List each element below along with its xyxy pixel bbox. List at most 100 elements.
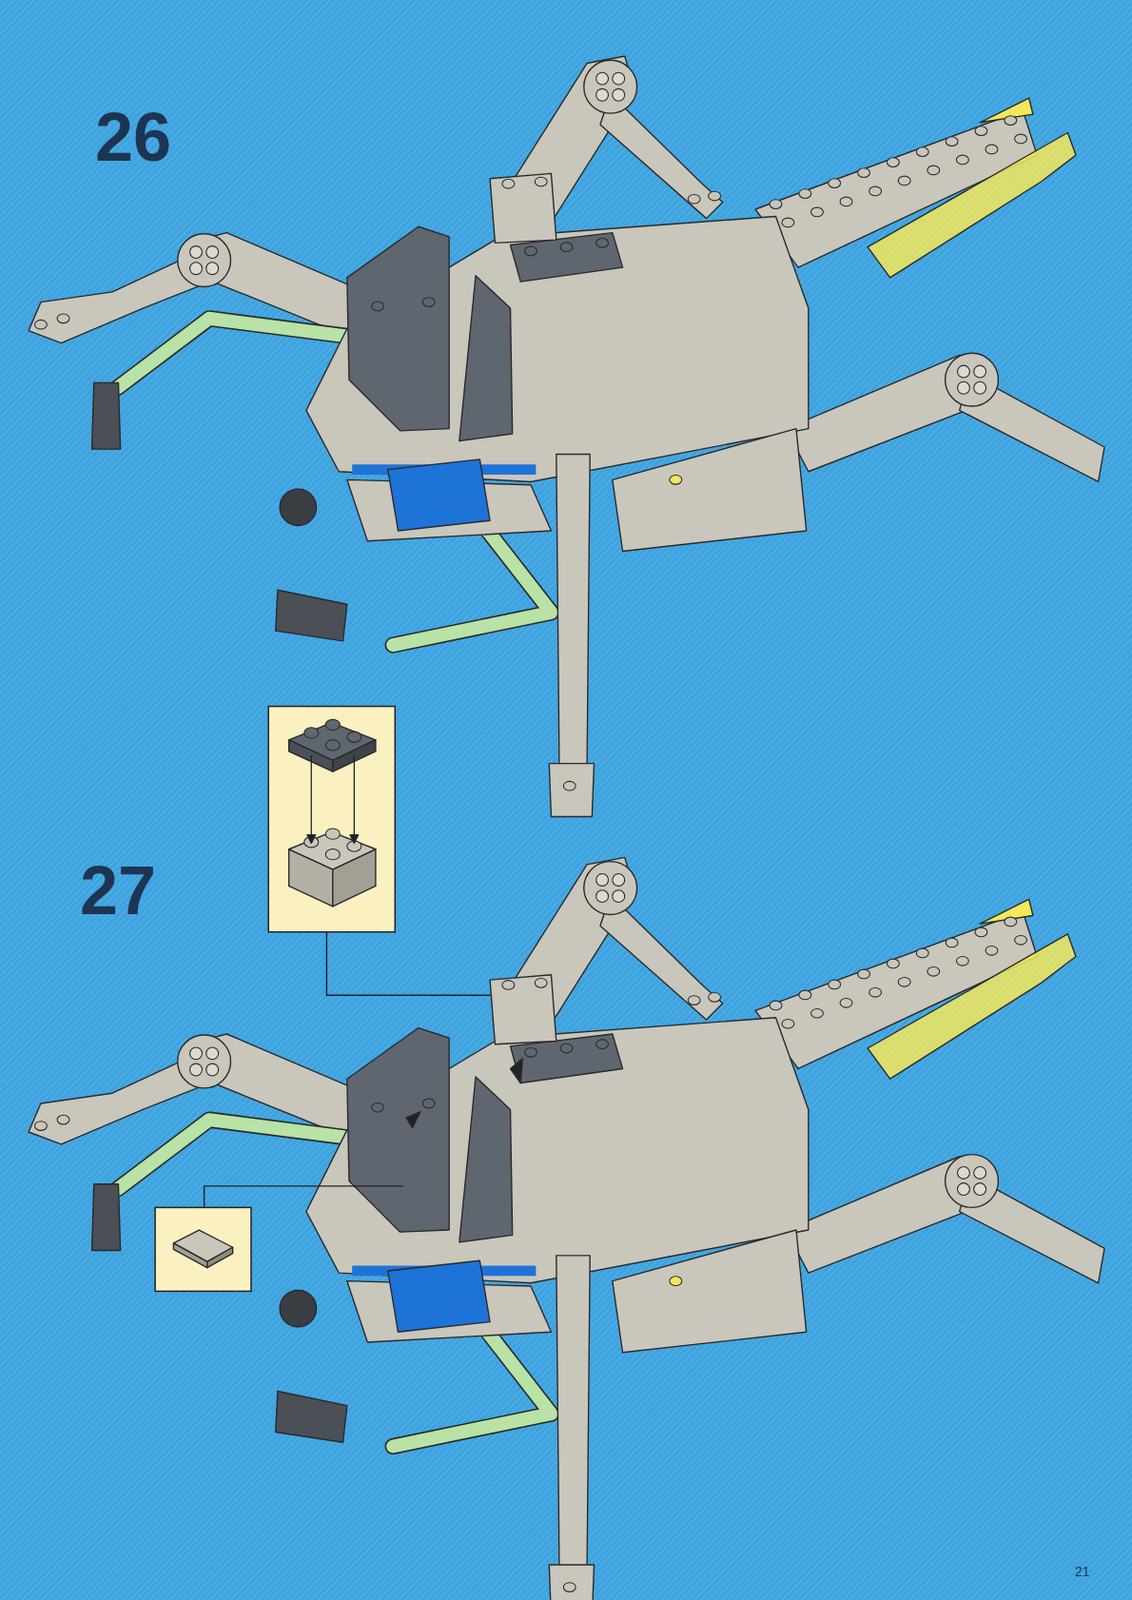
callout-box (268, 706, 395, 933)
stud (34, 1121, 47, 1132)
transparent-arm (117, 318, 352, 389)
step-number: 26 (95, 102, 172, 172)
joint-disc (584, 59, 638, 114)
stud (975, 927, 988, 937)
pin-hole (612, 890, 625, 903)
pin-hole (974, 381, 987, 394)
seat (347, 226, 449, 431)
pin-hole (957, 1166, 971, 1179)
gripper (92, 1184, 121, 1251)
stud (869, 186, 882, 196)
stud (886, 958, 899, 969)
stud (422, 1098, 435, 1109)
stud (839, 196, 853, 207)
stud (811, 1008, 824, 1018)
stud (858, 168, 871, 178)
wheel (279, 488, 317, 527)
stud (525, 1047, 538, 1057)
spider-model (28, 857, 1105, 1600)
stud (534, 978, 547, 989)
stud (985, 144, 998, 155)
pin-hole (612, 88, 625, 101)
pin-hole (596, 890, 609, 903)
pin-hole (206, 1063, 219, 1076)
stud (502, 980, 515, 991)
pin-hole (974, 1166, 987, 1179)
stud (347, 731, 362, 742)
stud (985, 945, 998, 956)
hull (306, 215, 809, 482)
stud (1004, 917, 1017, 927)
hull (612, 429, 807, 552)
stud (945, 937, 958, 948)
stud (708, 191, 722, 201)
stud (769, 1000, 782, 1011)
stud (956, 155, 969, 165)
pin-hole (974, 1183, 987, 1196)
spider-model (28, 56, 1105, 817)
stud (422, 297, 435, 308)
joint-disc (945, 1154, 999, 1209)
stud (325, 828, 340, 840)
stud (897, 175, 911, 186)
stud (811, 207, 824, 217)
stud (304, 727, 319, 739)
pin-hole (190, 1063, 203, 1076)
step-number: 27 (79, 856, 157, 925)
stud (897, 976, 911, 987)
stud (57, 313, 70, 324)
transparent-arm (117, 1119, 352, 1190)
stud (1014, 935, 1028, 945)
seat (459, 1076, 513, 1243)
part-group (173, 719, 375, 1268)
tile (207, 1247, 234, 1268)
gripper (275, 1391, 348, 1444)
pin-hole (596, 72, 609, 85)
arrow-line (353, 755, 355, 838)
arrow-head (307, 835, 316, 844)
brick (289, 849, 333, 907)
stud (828, 979, 841, 990)
stud (563, 1582, 576, 1593)
stud (534, 176, 547, 187)
leader-line (204, 1186, 404, 1209)
stud (781, 217, 795, 228)
leg (959, 1174, 1105, 1284)
hull (612, 1229, 807, 1353)
pin-hole (974, 365, 987, 378)
stud (927, 966, 940, 976)
transparent-arm (392, 520, 551, 645)
transparent-arm (117, 318, 352, 389)
cannon-tip (867, 132, 1076, 277)
gripper (92, 382, 121, 449)
stud (839, 997, 853, 1008)
stud (869, 987, 882, 997)
stud (57, 1114, 70, 1125)
arrow-mark (406, 1112, 421, 1129)
hull (306, 1017, 809, 1284)
pin-hole (957, 1183, 971, 1196)
pin-hole (596, 88, 609, 101)
stud (687, 194, 701, 204)
leg (556, 454, 590, 777)
seat (459, 275, 513, 442)
stud (708, 993, 722, 1003)
joint-disc (177, 234, 232, 288)
transparent-arm (117, 1119, 352, 1190)
leader-line (326, 932, 490, 996)
brick (489, 173, 557, 243)
stud (975, 126, 988, 137)
stud (781, 1018, 795, 1029)
brick (332, 849, 376, 907)
stud (560, 242, 573, 253)
pin-hole (957, 381, 971, 394)
callout-box (155, 1207, 252, 1291)
pin-hole (596, 874, 609, 887)
brick (489, 975, 557, 1045)
stud (927, 165, 940, 176)
joint-disc (177, 1034, 232, 1089)
foot (548, 1564, 594, 1600)
stud (916, 147, 929, 157)
stud (799, 189, 812, 199)
